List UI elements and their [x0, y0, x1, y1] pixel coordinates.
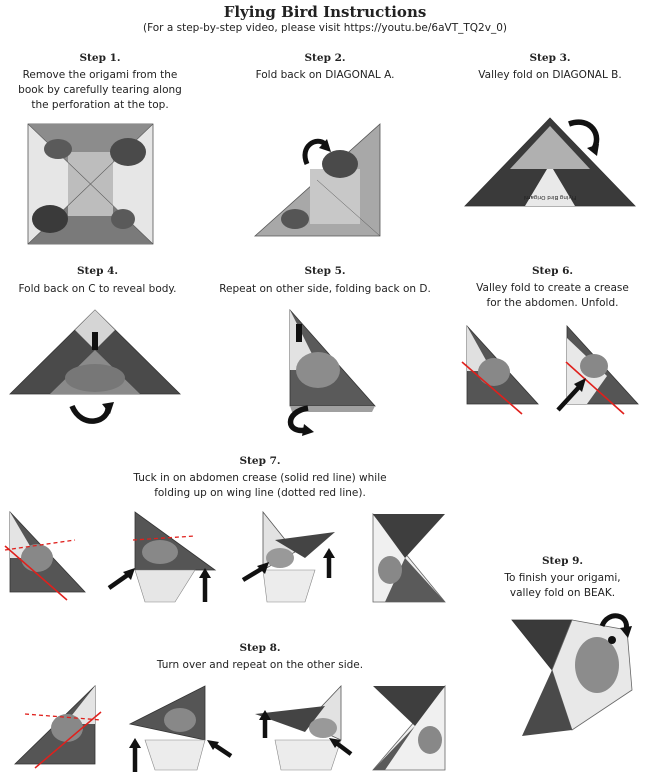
video-link-text: (For a step-by-step video, please visit … [143, 22, 507, 34]
step-8-line-1: Turn over and repeat on the other side. [156, 659, 364, 671]
step-9-title: Step 9. [541, 555, 584, 567]
step-3-text: Valley fold on DIAGONAL B. [455, 68, 645, 83]
step-1-title: Step 1. [79, 52, 121, 64]
step-9-fold-arrow [599, 613, 629, 631]
step-9-illustration [511, 613, 633, 736]
step-6-illustration [461, 324, 639, 415]
step-7-illustrations [4, 510, 446, 603]
step-2-illustration [253, 123, 381, 237]
step-4-text: Fold back on C to reveal body. [5, 282, 190, 297]
step-5-title: Step 5. [304, 265, 346, 277]
step-3-title: Step 3. [529, 52, 571, 64]
step-2-fold-arrow [302, 138, 327, 166]
step-7-text: Tuck in on abdomen crease (solid red lin… [75, 471, 445, 501]
step-4-fold-arrow [69, 404, 111, 424]
step-5-line-1: Repeat on other side, folding back on D. [219, 283, 431, 295]
paper-print-label: Flying Bird Origami [523, 194, 576, 200]
step-1-illustration [27, 123, 154, 245]
step-4-illustration [9, 309, 181, 424]
step-6-text: Valley fold to create a crease for the a… [460, 281, 645, 311]
step-3-line-1: Valley fold on DIAGONAL B. [478, 69, 622, 81]
step-2-title: Step 2. [304, 52, 346, 64]
step-7-line-2: folding up on wing line (dotted red line… [154, 487, 366, 499]
step-6-crease-line-a [461, 361, 523, 415]
step-8-title: Step 8. [239, 642, 281, 654]
step-1-line-3: the perforation at the top. [31, 99, 169, 111]
step-5-text: Repeat on other side, folding back on D. [210, 282, 440, 297]
step-1-line-2: book by carefully tearing along [18, 84, 182, 96]
step-9-line-2: valley fold on BEAK. [509, 587, 616, 599]
step-9-text: To finish your origami, valley fold on B… [475, 571, 650, 601]
step-8-illustrations [14, 684, 446, 772]
step-6-arrow [556, 384, 582, 412]
step-9-line-1: To finish your origami, [504, 572, 621, 584]
step-6-line-2: for the abdomen. Unfold. [486, 297, 619, 309]
step-1-line-1: Remove the origami from the [22, 69, 178, 81]
step-6-title: Step 6. [531, 265, 574, 277]
step-4-line-1: Fold back on C to reveal body. [18, 283, 177, 295]
step-6-line-1: Valley fold to create a crease [476, 282, 629, 294]
step-7-line-1: Tuck in on abdomen crease (solid red lin… [133, 472, 387, 484]
step-4-title: Step 4. [76, 265, 119, 277]
step-6-crease-line-b [565, 361, 625, 415]
step-3-illustration: Flying Bird Origami [464, 117, 636, 207]
page-title: Flying Bird Instructions [223, 3, 427, 21]
step-5-fold-arrow [287, 405, 309, 434]
step-1-text: Remove the origami from the book by care… [5, 68, 195, 113]
step-8-text: Turn over and repeat on the other side. [100, 658, 420, 673]
step-7-title: Step 7. [239, 455, 281, 467]
step-2-text: Fold back on DIAGONAL A. [230, 68, 420, 83]
step-5-illustration [287, 308, 376, 436]
step-2-line-1: Fold back on DIAGONAL A. [255, 69, 395, 81]
